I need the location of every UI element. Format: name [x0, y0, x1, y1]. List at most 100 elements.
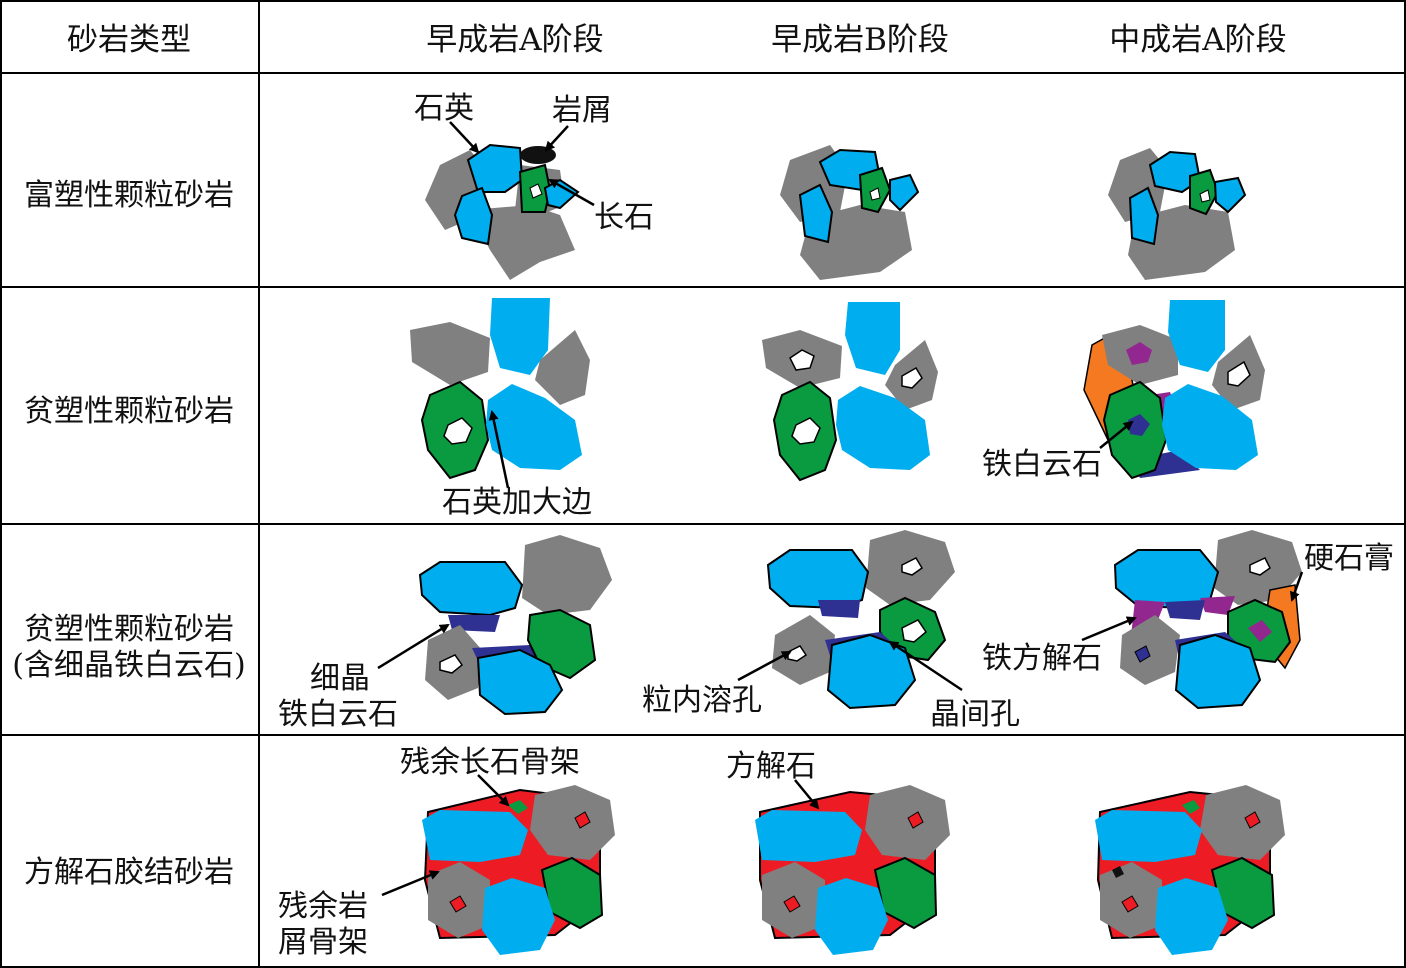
annotation-arrow: [737, 650, 792, 682]
pore: [789, 349, 815, 371]
lithic-grain: [522, 535, 612, 615]
grain-group-r1-c1: [425, 121, 595, 280]
quartz-grain: [482, 878, 555, 955]
lithic-grain: [1200, 785, 1285, 860]
calcite-patch: [783, 895, 801, 913]
header-type: 砂岩类型: [67, 22, 191, 58]
table-border-right: [1404, 0, 1406, 968]
quartz-grain: [798, 183, 834, 244]
table-border-top: [0, 0, 1406, 2]
label-feldspar: 长石: [594, 200, 654, 235]
lithic-grain: [470, 205, 575, 280]
quartz-grain: [1168, 300, 1225, 372]
quartz-grain: [1095, 810, 1202, 862]
pore: [443, 417, 473, 445]
table-column-divider: [258, 0, 260, 968]
quartz-grain: [815, 878, 888, 955]
grain-group-r1-c2: [780, 145, 920, 280]
grain-group-r4-c1: [381, 774, 615, 955]
label-fine-ankerite-1: 细晶: [310, 661, 370, 696]
calcite-patch: [449, 895, 467, 913]
quartz-grain: [1213, 176, 1247, 214]
ankerite-cement: [818, 600, 860, 618]
pore: [439, 654, 464, 674]
calcite-patch: [1244, 811, 1261, 829]
row-label-poor-ductile-ankerite-1: 贫塑性颗粒砂岩: [24, 612, 234, 647]
label-calcite: 方解石: [726, 749, 816, 784]
row-label-poor-ductile: 贫塑性颗粒砂岩: [24, 394, 234, 429]
quartz-grain: [826, 633, 917, 710]
grain-group-r2-c3: [1083, 300, 1265, 480]
label-anhydrite: 硬石膏: [1304, 541, 1394, 576]
label-quartz: 石英: [414, 91, 474, 126]
annotation-arrow: [381, 870, 440, 897]
ferrocalcite-patch: [1126, 342, 1152, 365]
table-divider-1: [0, 72, 1406, 74]
grain-group-r3-c2: [737, 530, 963, 710]
annotation-arrow: [488, 410, 510, 489]
header-stage-middle-a: 中成岩A阶段: [1109, 22, 1287, 58]
label-residual-lithic-1: 残余岩: [278, 889, 368, 924]
ankerite-cement: [1165, 600, 1205, 620]
ferrocalcite-patch: [1248, 620, 1272, 642]
pore: [1249, 557, 1271, 576]
header-stage-early-b: 早成岩B阶段: [771, 22, 949, 58]
grain-group-r2-c1: [410, 298, 590, 489]
row-label-calcite-cemented: 方解石胶结砂岩: [24, 855, 234, 890]
quartz-grain: [889, 173, 920, 212]
quartz-grain: [836, 386, 930, 470]
annotation-arrow: [1289, 571, 1304, 602]
quartz-grain: [486, 384, 582, 470]
quartz-grain: [1155, 878, 1228, 955]
label-intergranular-pore: 晶间孔: [930, 697, 1020, 732]
pore: [529, 183, 543, 199]
label-ankerite: 铁白云石: [982, 447, 1102, 482]
quartz-grain: [422, 810, 528, 862]
grain-group-r4-c3: [1095, 785, 1285, 955]
header-stage-early-a: 早成岩A阶段: [426, 22, 604, 58]
pore: [1227, 360, 1251, 387]
pore: [901, 366, 923, 389]
lithic-grain: [410, 322, 490, 385]
lithic-grain: [530, 785, 615, 860]
annotation-arrow: [888, 640, 963, 692]
calcite-patch: [907, 811, 924, 829]
quartz-grain: [466, 143, 524, 193]
row-label-poor-ductile-ankerite-2: (含细晶铁白云石): [12, 648, 246, 683]
annotation-arrow: [794, 779, 820, 810]
label-residual-lithic-2: 屑骨架: [278, 925, 368, 960]
table-border-left: [0, 0, 2, 968]
lithic-grain: [1120, 615, 1180, 685]
lithic-grain: [535, 330, 590, 405]
ferrocalcite-cement: [1200, 596, 1235, 615]
pore: [901, 619, 927, 643]
quartz-grain: [490, 298, 550, 375]
feldspar-patch: [508, 800, 528, 814]
lithic-grain: [865, 785, 950, 860]
annotation-arrow: [548, 178, 595, 207]
ankerite-patch: [1134, 645, 1151, 663]
quartz-grain: [755, 810, 862, 862]
table-border-bottom: [0, 966, 1406, 968]
quartz-grain: [766, 549, 870, 610]
grain-group-r3-c1: [377, 535, 612, 716]
calcite-patch: [574, 811, 591, 829]
annotation-arrow: [1099, 420, 1134, 449]
label-intragranular-pore: 粒内溶孔: [642, 683, 762, 718]
label-lithic: 岩屑: [552, 93, 612, 128]
quartz-grain: [453, 186, 494, 246]
pore: [1199, 189, 1211, 203]
quartz-grain: [476, 648, 564, 716]
annotation-arrow: [544, 125, 569, 152]
grain-group-r1-c3: [1108, 148, 1247, 280]
label-residual-feldspar: 残余长石骨架: [400, 745, 580, 780]
table-divider-3: [0, 523, 1406, 525]
table-divider-2: [0, 286, 1406, 288]
annotation-arrow: [1081, 616, 1137, 642]
label-fine-ankerite-2: 铁白云石: [278, 697, 398, 732]
annotation-arrow: [377, 623, 450, 670]
lithic-fragment: [520, 146, 556, 164]
pore: [901, 557, 924, 576]
grain-group-r2-c2: [762, 302, 938, 482]
